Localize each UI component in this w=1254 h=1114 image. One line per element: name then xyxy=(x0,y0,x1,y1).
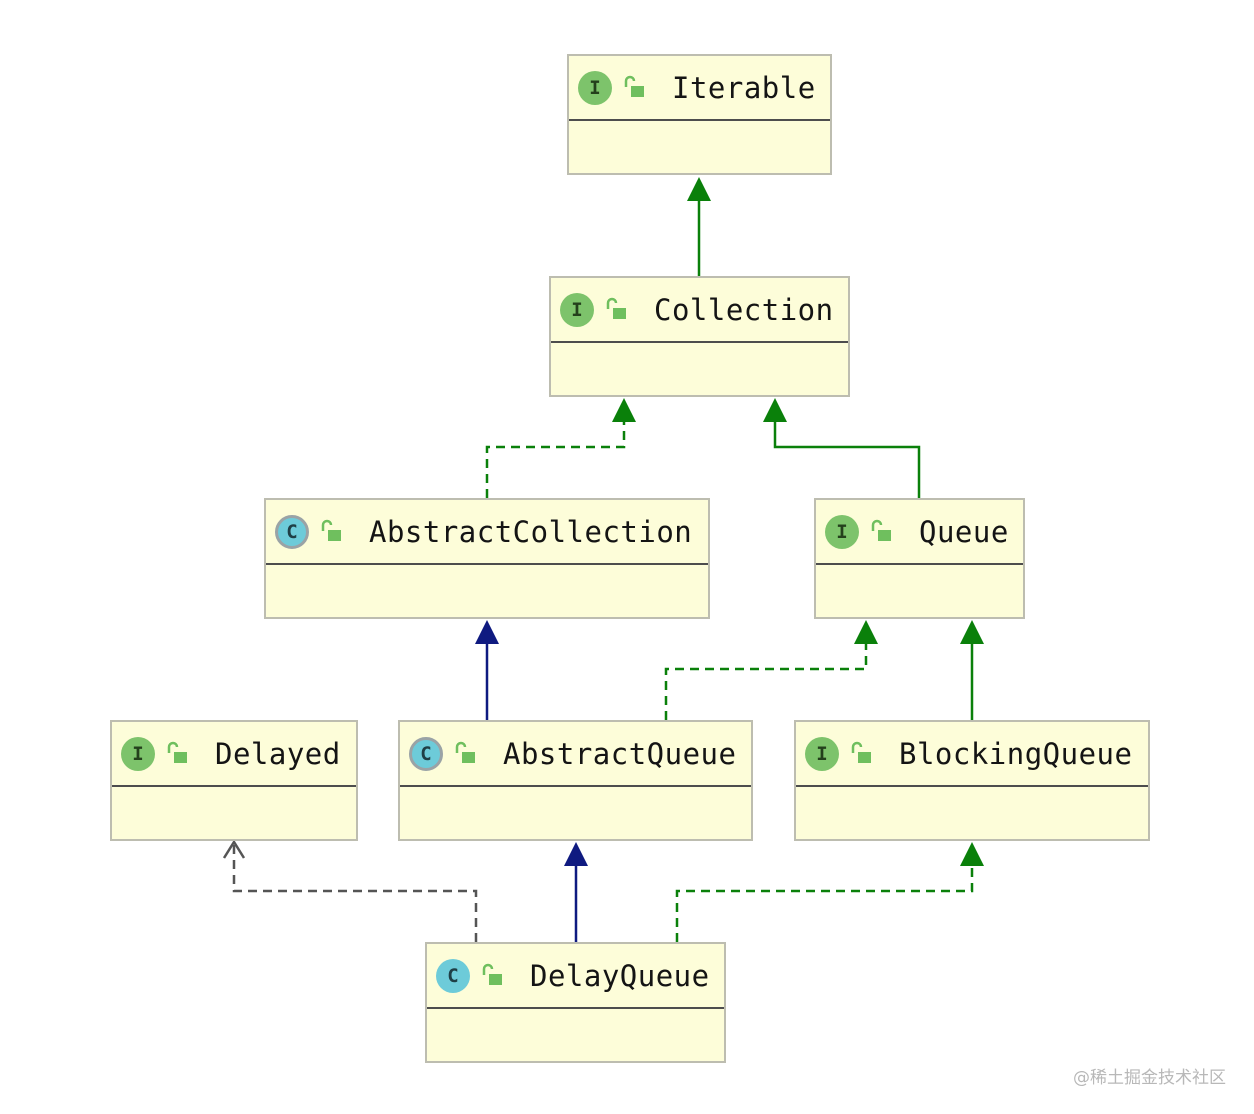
node-abstractqueue[interactable]: C AbstractQueue xyxy=(398,720,753,841)
edge-collection-to-iterable xyxy=(687,177,711,276)
abstract-class-icon: C xyxy=(409,736,443,771)
unlock-icon xyxy=(624,75,644,97)
arrow-head xyxy=(687,177,711,201)
edge-line xyxy=(664,644,868,720)
edge-queue-to-collection xyxy=(763,398,921,498)
node-label: BlockingQueue xyxy=(899,736,1133,771)
interface-icon: I xyxy=(560,292,594,327)
arrow-head xyxy=(960,842,984,866)
node-label: AbstractCollection xyxy=(369,514,693,549)
abstract-class-icon: C xyxy=(275,514,309,549)
edge-line xyxy=(485,422,626,498)
unlock-icon xyxy=(167,741,187,763)
edge-line xyxy=(675,866,974,942)
unlock-icon xyxy=(455,741,475,763)
edge-delayqueue-to-delayed xyxy=(222,839,478,942)
class-icon: C xyxy=(436,958,470,993)
edge-blockingqueue-to-queue xyxy=(960,620,984,720)
node-delayqueue[interactable]: C DelayQueue xyxy=(425,942,726,1063)
interface-icon: I xyxy=(121,736,155,771)
arrow-head xyxy=(612,398,636,422)
edge-abstractqueue-to-abstractcollection xyxy=(475,620,499,720)
unlock-icon xyxy=(871,519,891,541)
node-delayed[interactable]: I Delayed xyxy=(110,720,358,841)
arrow-head xyxy=(854,620,878,644)
edge-delayqueue-to-abstractqueue xyxy=(564,842,588,942)
interface-icon: I xyxy=(578,70,612,105)
node-label: AbstractQueue xyxy=(503,736,737,771)
arrow-head xyxy=(960,620,984,644)
arrow-head xyxy=(763,398,787,422)
edge-abstractqueue-to-queue xyxy=(664,620,878,720)
unlock-icon xyxy=(851,741,871,763)
interface-icon: I xyxy=(805,736,839,771)
edge-line xyxy=(232,842,478,942)
node-label: Collection xyxy=(654,292,834,327)
interface-icon: I xyxy=(825,514,859,549)
arrow-head xyxy=(564,842,588,866)
node-queue[interactable]: I Queue xyxy=(814,498,1025,619)
watermark: @稀土掘金技术社区 xyxy=(1073,1068,1226,1088)
node-label: DelayQueue xyxy=(530,958,710,993)
node-label: Queue xyxy=(919,514,1009,549)
node-label: Delayed xyxy=(215,736,341,771)
node-collection[interactable]: I Collection xyxy=(549,276,850,397)
node-blockingqueue[interactable]: I BlockingQueue xyxy=(794,720,1150,841)
node-abstractcollection[interactable]: C AbstractCollection xyxy=(264,498,710,619)
node-label: Iterable xyxy=(672,70,816,105)
edge-delayqueue-to-blockingqueue xyxy=(675,842,984,942)
unlock-icon xyxy=(606,297,626,319)
unlock-icon xyxy=(321,519,341,541)
arrow-head xyxy=(475,620,499,644)
edge-abstractcollection-to-collection xyxy=(485,398,636,498)
edge-line xyxy=(773,422,921,498)
arrow-head-open xyxy=(222,839,246,859)
unlock-icon xyxy=(482,963,502,985)
node-iterable[interactable]: I Iterable xyxy=(567,54,832,175)
